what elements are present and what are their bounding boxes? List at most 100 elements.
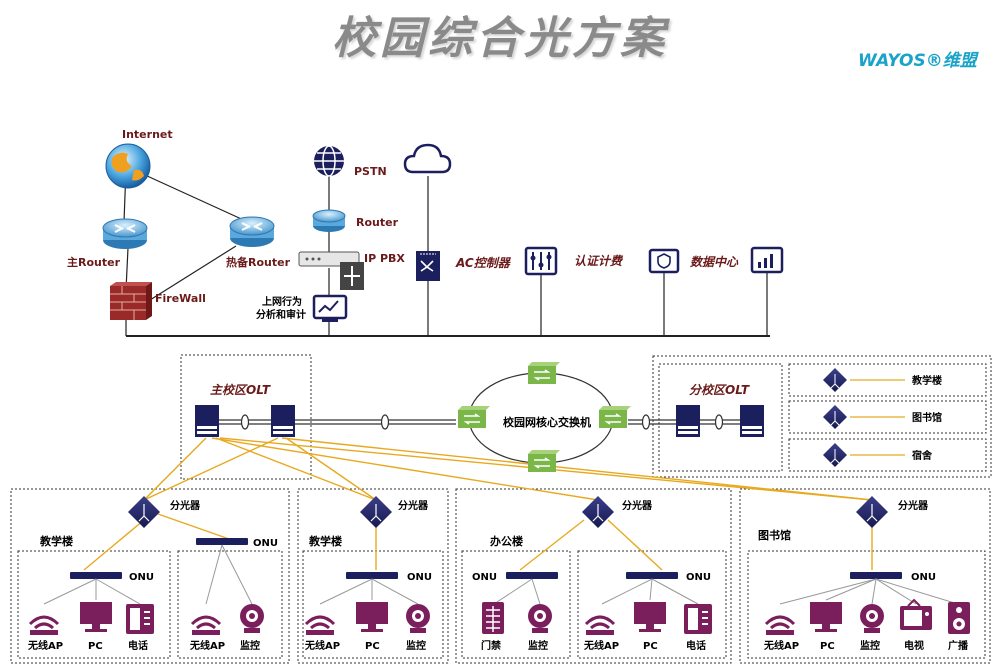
device-label-3a-2: 监控 <box>528 639 548 652</box>
onu-4-icon <box>850 572 902 579</box>
main-router-icon <box>102 218 148 249</box>
branch-splitter-icon-3 <box>823 443 847 467</box>
speaker-icon <box>948 602 970 634</box>
device-label-3a-1: 门禁 <box>481 639 501 652</box>
pc-icon <box>634 602 666 632</box>
branch-splitter-icon-2 <box>823 405 847 429</box>
splitter-icon-3 <box>582 496 614 528</box>
pstn-label: PSTN <box>354 165 387 178</box>
branch-splitter-icon-1 <box>823 368 847 392</box>
branch-item-label-1: 教学楼 <box>911 374 942 387</box>
branch-olt-label: 分校区OLT <box>689 383 750 397</box>
splitter-label-2: 分光器 <box>398 499 429 512</box>
branch-splitters <box>850 379 905 456</box>
olt-core-link <box>218 414 742 430</box>
device-box-2 <box>302 550 444 659</box>
billing-label: 认证计费 <box>574 254 624 268</box>
onu-label-1: ONU <box>129 572 154 583</box>
wifi-ap-icon <box>304 615 336 635</box>
splitter-icon-1 <box>128 496 160 528</box>
audit-monitor-icon <box>312 294 348 322</box>
backup-router-label: 热备Router <box>226 255 291 269</box>
splitter-label-4: 分光器 <box>898 499 929 512</box>
device-label-1b-2: 监控 <box>240 639 260 652</box>
ippbx-icon <box>298 251 364 290</box>
branch-item-box-2 <box>788 400 987 434</box>
main-olt-device-1 <box>195 405 219 437</box>
ac-controller-label: AC控制器 <box>455 256 512 270</box>
device-box-3a <box>461 550 571 659</box>
device-box-1b <box>177 550 283 659</box>
main-router-label: 主Router <box>67 255 121 269</box>
device-label-3b-2: PC <box>643 641 658 652</box>
onu-3a-icon <box>506 572 558 579</box>
phone-icon <box>684 604 712 634</box>
building-name-3: 办公楼 <box>490 534 523 548</box>
wifi-ap-icon <box>584 615 616 635</box>
ippbx-label: IP PBX <box>364 252 405 265</box>
main-olt-device-2 <box>271 405 295 437</box>
device-label-1a-2: PC <box>88 641 103 652</box>
wifi-ap-icon <box>764 615 796 635</box>
device-label-1b-1: 无线AP <box>189 639 225 652</box>
building-region-2 <box>297 488 449 664</box>
device-label-1a-3: 电话 <box>128 639 148 652</box>
onu-label-2: ONU <box>407 572 432 583</box>
datacenter-shield-icon <box>648 248 680 274</box>
device-label-4-3: 监控 <box>860 639 880 652</box>
internet-label: Internet <box>122 128 173 141</box>
branch-item-label-3: 宿舍 <box>912 449 933 462</box>
core-switch-label: 校园网核心交换机 <box>503 415 591 429</box>
device-label-2-2: PC <box>365 641 380 652</box>
access-control-icon <box>482 602 504 634</box>
pc-icon <box>80 602 112 632</box>
device-box-3b <box>577 550 727 659</box>
datacenter-label: 数据中心 <box>690 255 739 269</box>
phone-icon <box>126 604 154 634</box>
core-switch-bottom-icon <box>528 450 560 472</box>
device-label-1a-1: 无线AP <box>27 639 63 652</box>
core-switch-top-icon <box>528 362 560 384</box>
branch-item-box-1 <box>788 363 987 397</box>
onu-label-4: ONU <box>911 572 936 583</box>
building-region-1 <box>10 488 290 664</box>
pstn-globe-icon <box>314 145 344 177</box>
onu-1b-icon <box>196 538 248 545</box>
onu-label-3a: ONU <box>472 572 497 583</box>
device-box-1a <box>17 550 171 659</box>
firewall-icon <box>110 282 152 320</box>
camera-icon <box>406 604 430 633</box>
building-region-3 <box>455 488 732 664</box>
onu-1-icon <box>70 572 122 579</box>
camera-icon <box>240 604 264 633</box>
branch-item-box-3 <box>788 438 987 472</box>
pc-icon <box>810 602 842 632</box>
splitter-icon-2 <box>360 496 392 528</box>
camera-icon <box>860 604 884 633</box>
wifi-ap-icon <box>28 615 60 635</box>
building-name-4: 图书馆 <box>758 528 791 542</box>
branch-region <box>652 355 992 478</box>
main-olt-label: 主校区OLT <box>210 383 271 397</box>
ac-controller-icon <box>416 251 440 281</box>
tv-icon <box>900 598 932 630</box>
audit-label-line2: 分析和审计 <box>256 308 306 321</box>
pstn-router-icon <box>312 209 346 232</box>
device-label-2-1: 无线AP <box>304 639 340 652</box>
fiber-links <box>83 437 873 571</box>
device-label-4-1: 无线AP <box>763 639 799 652</box>
brand-logo: WAYOS®维盟 <box>858 51 977 71</box>
backup-router-icon <box>229 216 275 247</box>
onu-2-icon <box>346 572 398 579</box>
device-label-4-4: 电视 <box>904 639 924 652</box>
onu-label-1b: ONU <box>253 538 278 549</box>
branch-olt-device-1 <box>676 405 700 437</box>
core-switch-left-icon <box>458 406 490 428</box>
building-region-4 <box>739 488 991 664</box>
building-name-1: 教学楼 <box>39 534 73 548</box>
firewall-label: FireWall <box>155 292 206 305</box>
building-name-2: 教学楼 <box>308 534 342 548</box>
onu-label-3b: ONU <box>686 572 711 583</box>
internet-globe-icon <box>105 143 151 189</box>
